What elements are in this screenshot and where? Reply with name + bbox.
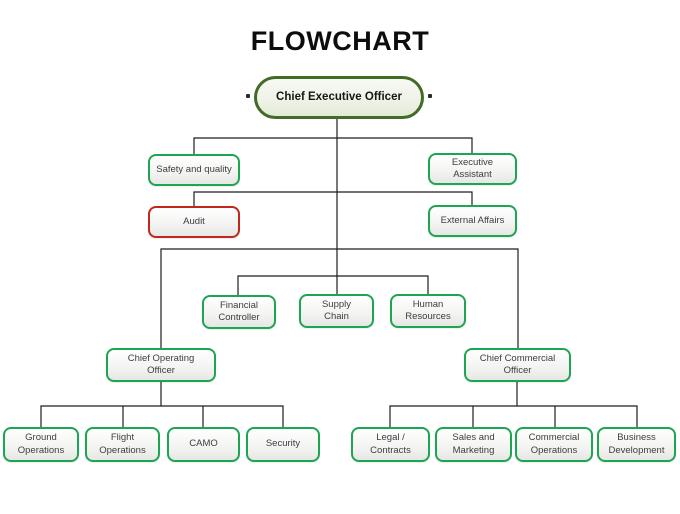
node-label: Business Development <box>608 432 665 456</box>
node-label: External Affairs <box>440 214 505 226</box>
node-label: Security <box>265 438 301 450</box>
node-label: Ground Operations <box>17 432 65 456</box>
node-label: Executive Assistant <box>451 156 494 180</box>
node-executive-assistant[interactable]: Executive Assistant <box>428 153 517 185</box>
node-chief-commercial-officer[interactable]: Chief Commercial Officer <box>464 348 571 382</box>
node-sales-and-marketing[interactable]: Sales and Marketing <box>435 427 512 462</box>
node-safety-and-quality[interactable]: Safety and quality <box>148 154 240 186</box>
node-camo[interactable]: CAMO <box>167 427 240 462</box>
node-label: Human Resources <box>405 298 451 322</box>
flowchart-title: FLOWCHART <box>250 26 430 56</box>
node-label: CAMO <box>189 438 218 450</box>
node-label: Chief Executive Officer <box>276 91 402 104</box>
node-label: Legal / Contracts <box>370 432 411 456</box>
connector-coo-cco <box>160 248 519 348</box>
node-label: Chief Commercial Officer <box>479 352 556 376</box>
connector-mid-trio <box>237 275 429 295</box>
ceo-anchor-dot-left <box>246 94 250 98</box>
node-label: Audit <box>183 215 205 227</box>
node-human-resources[interactable]: Human Resources <box>390 294 466 328</box>
node-label: Commercial Operations <box>528 432 580 456</box>
node-label: Supply Chain <box>321 298 352 322</box>
connector-cco-children <box>389 405 638 427</box>
node-chief-executive-officer[interactable]: Chief Executive Officer <box>254 76 424 119</box>
node-flight-operations[interactable]: Flight Operations <box>85 427 160 462</box>
node-label: Flight Operations <box>99 432 146 456</box>
connector-row3 <box>193 191 473 206</box>
node-label: Chief Operating Officer <box>127 352 195 376</box>
node-supply-chain[interactable]: Supply Chain <box>299 294 374 328</box>
connector-row2 <box>193 137 473 154</box>
node-business-development[interactable]: Business Development <box>597 427 676 462</box>
node-security[interactable]: Security <box>246 427 320 462</box>
node-legal-contracts[interactable]: Legal / Contracts <box>351 427 430 462</box>
node-commercial-operations[interactable]: Commercial Operations <box>515 427 593 462</box>
node-financial-controller[interactable]: Financial Controller <box>202 295 276 329</box>
node-audit[interactable]: Audit <box>148 206 240 238</box>
node-external-affairs[interactable]: External Affairs <box>428 205 517 237</box>
connector-coo-children <box>40 405 284 427</box>
node-chief-operating-officer[interactable]: Chief Operating Officer <box>106 348 216 382</box>
node-label: Safety and quality <box>156 163 232 175</box>
node-label: Sales and Marketing <box>452 432 495 456</box>
ceo-anchor-dot-right <box>428 94 432 98</box>
node-ground-operations[interactable]: Ground Operations <box>3 427 79 462</box>
node-label: Financial Controller <box>218 299 260 323</box>
